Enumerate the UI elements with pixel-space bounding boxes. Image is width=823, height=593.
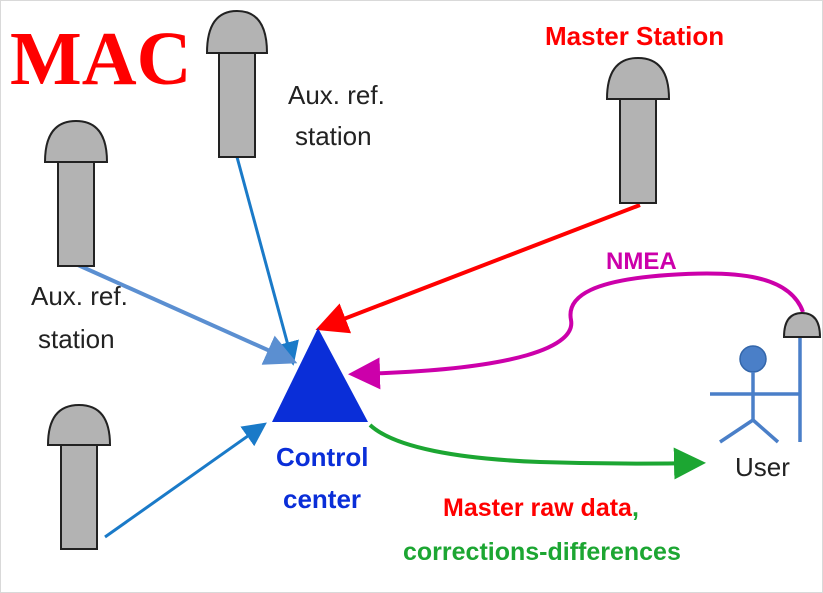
arrow-aux-left-to-control — [77, 263, 298, 365]
arrow-aux-bottom-to-control — [104, 422, 267, 539]
gnss-antenna-icon — [43, 119, 109, 267]
gnss-antenna-icon — [782, 311, 822, 338]
arrow-aux-top-to-control — [235, 156, 299, 366]
control-center-triangle-icon — [272, 328, 368, 422]
user-label: User — [735, 452, 790, 482]
master-raw-data-comma: , — [632, 494, 639, 522]
nmea-label: NMEA — [606, 248, 677, 275]
aux-station-left-label-line2: station — [38, 324, 115, 354]
gnss-antenna-icon — [205, 9, 269, 158]
aux-station-left — [43, 119, 109, 267]
aux-station-top-label-line2: station — [295, 121, 372, 151]
aux-station-top-label-line1: Aux. ref. — [288, 80, 385, 110]
aux-station-left-label-line1: Aux. ref. — [31, 281, 128, 311]
diagram-title: MAC — [10, 17, 192, 101]
control-center-label-line2: center — [283, 484, 361, 514]
user-figure — [710, 311, 822, 444]
user-stick-figure-icon — [710, 338, 802, 444]
arrow-user-nmea-to-control — [348, 271, 805, 390]
aux-station-bottom — [46, 403, 112, 550]
arrow-master-to-control — [315, 203, 641, 334]
gnss-antenna-icon — [605, 56, 671, 204]
arrow-control-to-user-corrections — [368, 423, 706, 480]
master-raw-data-label: Master raw data, — [443, 494, 639, 522]
aux-station-top — [205, 9, 269, 158]
gnss-antenna-icon — [46, 403, 112, 550]
master-station-label: Master Station — [545, 21, 724, 51]
master-raw-data-text: Master raw data — [443, 494, 633, 522]
control-center-label-line1: Control — [276, 442, 368, 472]
corrections-differences-label: corrections-differences — [403, 538, 681, 566]
master-station — [605, 56, 671, 204]
